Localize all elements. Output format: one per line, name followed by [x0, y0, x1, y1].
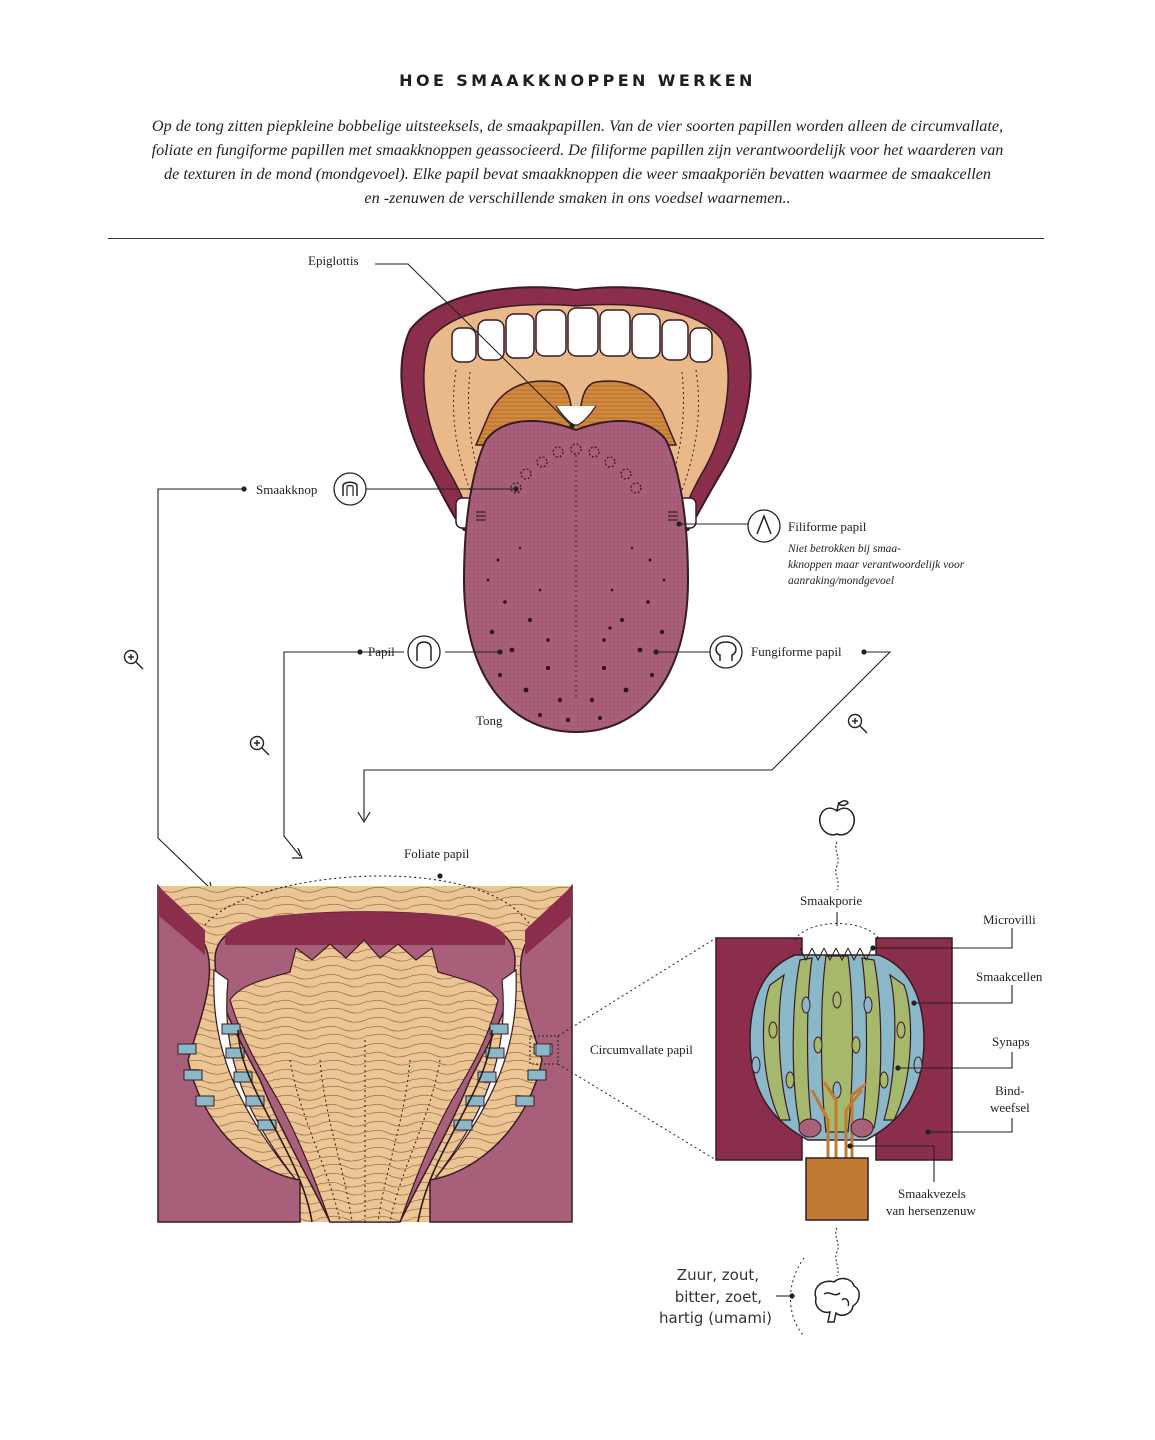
brain-icon — [814, 1277, 860, 1323]
fungiforme-icon — [709, 635, 743, 669]
cell-nuclei-blue — [751, 996, 923, 1099]
bud-callout-dots — [847, 945, 931, 1149]
label-smaakvezels: van hersenzenuw — [886, 1203, 976, 1218]
label-filiforme: Filiforme papil — [788, 519, 867, 534]
label-bindweefsel: Bind- — [995, 1083, 1025, 1098]
divider — [108, 238, 1044, 239]
synapse-left — [798, 1118, 822, 1138]
signal-squiggle — [835, 841, 839, 891]
nerve-dashes — [289, 1040, 441, 1223]
cross-section — [157, 873, 573, 1223]
page-title: HOE SMAAKKNOPPEN WERKEN — [399, 71, 756, 90]
nerve-squiggle — [835, 1227, 839, 1277]
diagram-labels: Epiglottis Smaakknop Filiforme papil Nie… — [256, 253, 1043, 1327]
intro-line: en -zenuwen de verschillende smaken in o… — [364, 189, 791, 207]
filiforme-note: aanraking/mondgevoel — [788, 575, 894, 587]
zoom-in-icon — [847, 713, 868, 734]
cell-nuclei — [768, 991, 906, 1089]
zoom-in-icon — [123, 649, 144, 670]
intro-line: foliate en fungiforme papillen met smaak… — [151, 141, 1004, 159]
smaakknop-icon — [333, 472, 367, 506]
intro-text: Op de tong zitten piepkleine bobbelige u… — [125, 114, 1030, 210]
nerves — [237, 1029, 493, 1223]
label-circumvallate: Circumvallate papil — [590, 1042, 693, 1057]
fungiform-dots — [486, 546, 666, 723]
filiforme-note: Niet betrokken bij smaa- — [787, 543, 901, 555]
filiforme-icon — [747, 509, 781, 543]
label-fungiforme: Fungiforme papil — [751, 644, 842, 659]
label-papil: Papil — [368, 644, 395, 659]
arrowheads — [202, 811, 371, 893]
zoom-lines — [557, 937, 717, 1161]
apple-icon — [818, 800, 856, 836]
label-synaps: Synaps — [992, 1034, 1030, 1049]
foliate-ridges — [476, 511, 678, 521]
intro-line: de texturen in de mond (mondgevoel). Elk… — [164, 165, 991, 183]
gum-contours — [453, 369, 699, 491]
taste-bud-blocks — [177, 1023, 553, 1131]
filiforme-note: kknoppen maar verantwoordelijk voor — [788, 559, 965, 571]
label-smaakporie: Smaakporie — [800, 893, 862, 908]
label-tastes: hartig (umami) — [659, 1309, 772, 1327]
label-microvilli: Microvilli — [983, 912, 1036, 927]
label-tastes: bitter, zoet, — [675, 1288, 762, 1306]
label-smaakcellen: Smaakcellen — [976, 969, 1043, 984]
cranial-nerve-block — [805, 1157, 869, 1221]
zoom-in-icon — [249, 735, 270, 756]
label-tong: Tong — [476, 713, 503, 728]
zoom-frame — [529, 1035, 559, 1065]
nerve-fibers — [810, 1081, 867, 1160]
papil-icon — [407, 635, 441, 669]
upper-teeth — [451, 307, 713, 363]
label-epiglottis: Epiglottis — [308, 253, 359, 268]
microvilli-shape — [799, 947, 873, 962]
synapse-right — [850, 1118, 874, 1138]
bud-callout-lines — [836, 912, 1013, 1182]
label-bindweefsel: weefsel — [990, 1100, 1030, 1115]
intro-line: Op de tong zitten piepkleine bobbelige u… — [151, 117, 1004, 135]
label-smaakknop: Smaakknop — [256, 482, 317, 497]
callout-lines — [157, 263, 892, 891]
label-smaakvezels: Smaakvezels — [898, 1186, 966, 1201]
callout-dots — [241, 423, 867, 655]
foliate-arc — [204, 875, 531, 926]
taste-bud-detail — [715, 923, 953, 1221]
label-foliate: Foliate papil — [404, 846, 470, 861]
mouth-illustration — [400, 286, 752, 734]
label-tastes: Zuur, zout, — [677, 1266, 759, 1284]
circumvallate-row — [510, 443, 642, 494]
